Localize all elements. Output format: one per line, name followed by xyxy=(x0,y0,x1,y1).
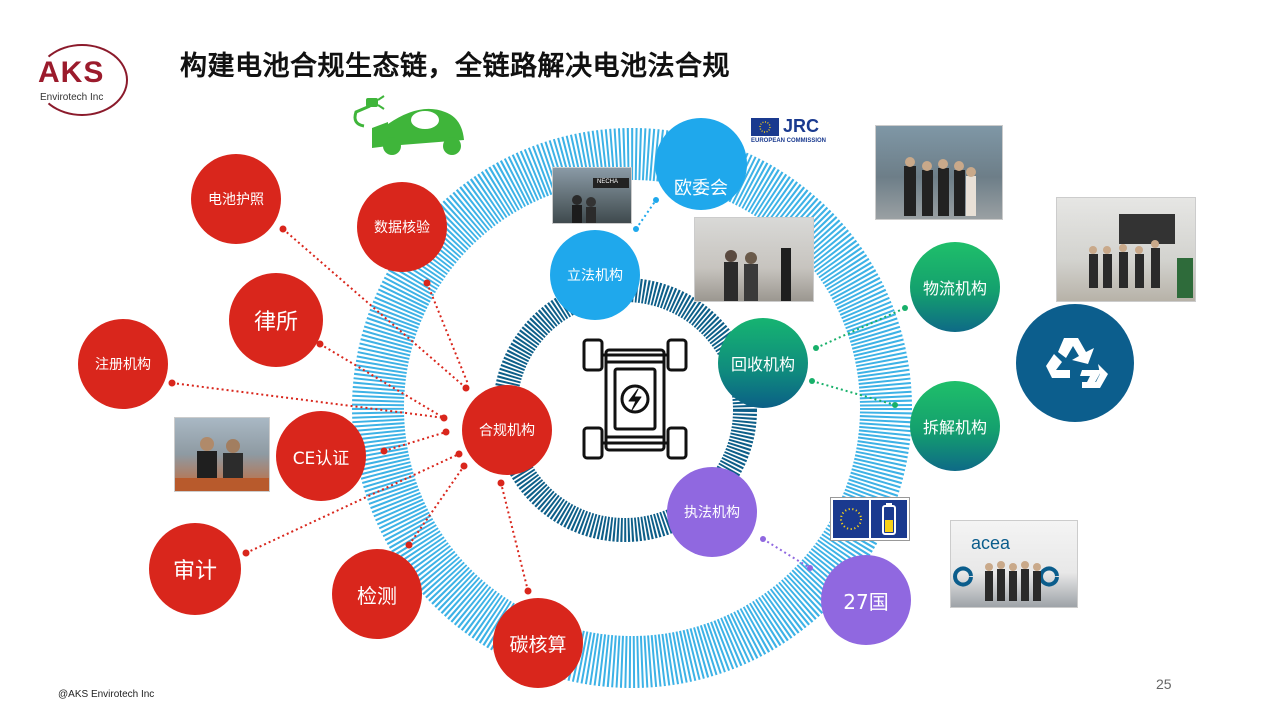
node-label: 27国 xyxy=(843,589,889,614)
jrc-logo: JRC EUROPEAN COMMISSION xyxy=(751,116,827,146)
node-label: 检测 xyxy=(357,583,397,608)
node-compliance-hub: 合规机构 xyxy=(462,385,552,475)
node-carbon-accounting: 碳核算 xyxy=(493,598,583,688)
node-label: 拆解机构 xyxy=(922,418,987,437)
logo-main-text: AKS xyxy=(38,56,105,89)
photo-group-indoor-1 xyxy=(875,125,1003,220)
photo-necha-meeting: NECHA xyxy=(552,167,632,224)
node-registration: 注册机构 xyxy=(78,319,168,409)
jrc-subtitle: EUROPEAN COMMISSION xyxy=(751,138,827,144)
node-label: 碳核算 xyxy=(509,633,567,656)
node-label: 立法机构 xyxy=(567,268,623,284)
node-label: 执法机构 xyxy=(684,505,740,521)
node-label: 欧委会 xyxy=(674,178,728,199)
node-label: 电池护照 xyxy=(208,192,264,208)
eu-battery-badge xyxy=(830,497,910,541)
eu-battery-icon xyxy=(833,500,907,538)
logo-sub-text: Envirotech Inc xyxy=(40,92,104,103)
recycle-icon xyxy=(1016,304,1134,422)
hub-connectors xyxy=(171,228,529,592)
node-member-states: 27国 xyxy=(821,555,911,645)
node-audit: 审计 xyxy=(149,523,241,615)
legislative-connector xyxy=(635,199,657,230)
node-ce-certification: CE认证 xyxy=(276,411,366,501)
node-label: 回收机构 xyxy=(730,355,795,374)
node-label: 物流机构 xyxy=(922,279,987,298)
node-battery-passport: 电池护照 xyxy=(191,154,281,244)
company-logo: AKS Envirotech Inc xyxy=(28,44,132,118)
node-testing: 检测 xyxy=(332,549,422,639)
page-number: 25 xyxy=(1156,676,1172,692)
node-logistics: 物流机构 xyxy=(910,242,1000,332)
jrc-text: JRC xyxy=(783,116,820,136)
photo-sign-text: acea xyxy=(971,533,1011,553)
node-legislative: 立法机构 xyxy=(550,230,640,320)
footer-copyright: @AKS Envirotech Inc xyxy=(58,689,155,700)
enforcement-connector xyxy=(762,538,811,569)
node-law-firm: 律所 xyxy=(229,273,323,367)
electric-car-plug-icon xyxy=(353,95,464,155)
node-enforcement: 执法机构 xyxy=(667,467,757,557)
node-label: 合规机构 xyxy=(479,423,535,439)
node-data-verification: 数据核验 xyxy=(357,182,447,272)
recycling-connectors xyxy=(811,307,906,406)
node-dismantling: 拆解机构 xyxy=(910,381,1000,471)
node-label: 数据核验 xyxy=(374,220,430,236)
outer-ring xyxy=(352,128,912,688)
photo-group-indoor-2 xyxy=(1056,197,1196,302)
node-recycling: 回收机构 xyxy=(718,318,808,408)
battery-chassis-icon xyxy=(582,338,688,460)
node-eu-commission: 欧委会 xyxy=(655,118,747,210)
logo-ring xyxy=(36,44,128,116)
node-label: 审计 xyxy=(172,559,217,584)
photo-two-people xyxy=(174,417,270,492)
node-label: 律所 xyxy=(253,310,298,335)
photo-sign-text: NECHA xyxy=(597,179,619,185)
page-title: 构建电池合规生态链，全链路解决电池法合规 xyxy=(180,51,730,82)
hub-connector-dots xyxy=(168,225,532,595)
node-label: 注册机构 xyxy=(95,357,151,373)
photo-office-meeting xyxy=(694,217,814,302)
node-label: CE认证 xyxy=(292,448,350,469)
eu-flag-icon xyxy=(751,118,779,136)
photo-acea-group: acea xyxy=(950,520,1078,608)
recycle-symbol xyxy=(1046,338,1108,388)
